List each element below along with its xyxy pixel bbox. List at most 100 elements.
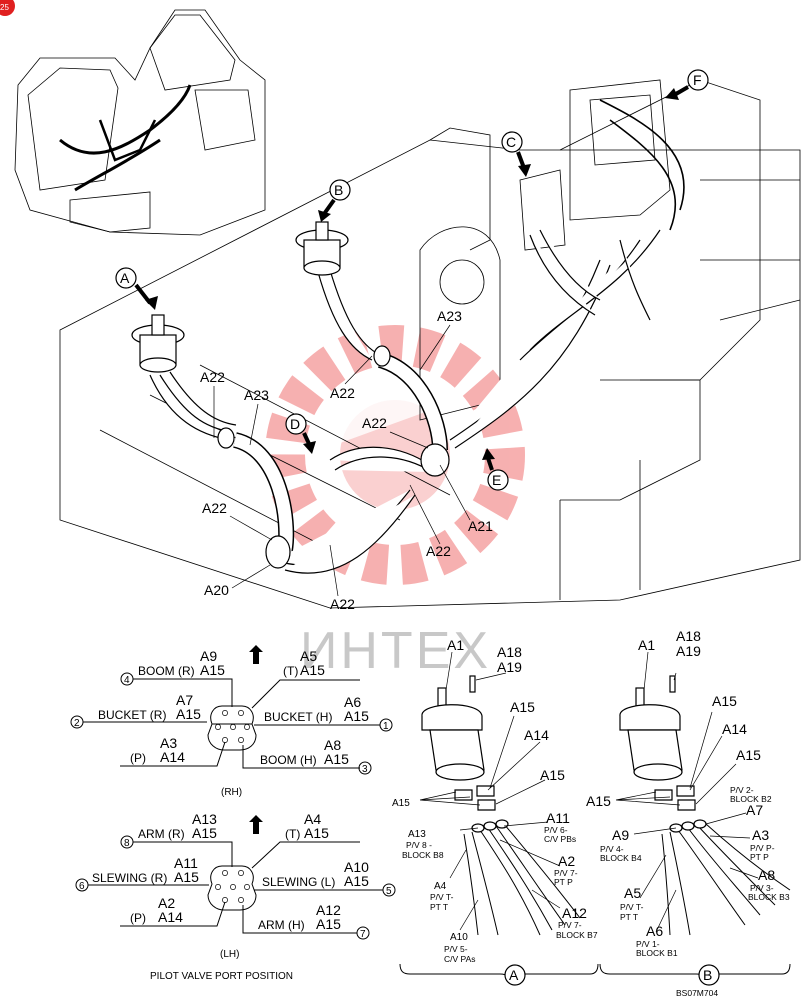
callout-d: D — [285, 413, 316, 454]
svg-text:A14: A14 — [722, 721, 747, 737]
svg-text:A9: A9 — [612, 827, 629, 843]
svg-text:A15: A15 — [712, 693, 737, 709]
svg-text:P/V 8 -: P/V 8 - — [406, 840, 432, 850]
label-bucket-r: BUCKET (R) — [98, 708, 166, 722]
corner-badge-text: 25 — [0, 3, 9, 12]
caption-lh: (LH) — [220, 949, 239, 960]
svg-text:A10: A10 — [344, 859, 369, 875]
svg-text:P/V 4-: P/V 4- — [600, 844, 624, 854]
svg-text:A15: A15 — [510, 699, 535, 715]
label-slewing-l: SLEWING (L) — [262, 875, 335, 889]
svg-text:A14: A14 — [158, 909, 183, 925]
svg-text:A3: A3 — [160, 735, 177, 751]
svg-text:A18: A18 — [497, 644, 522, 660]
svg-text:A15: A15 — [200, 662, 225, 678]
port-position-rh: 4 2 1 3 BOOM (R) A9 A15 BUCKET (R) A7 A1… — [70, 645, 393, 798]
watermark-text: ИНТЕХ — [300, 622, 491, 680]
svg-text:P/V 5-: P/V 5- — [444, 944, 468, 954]
svg-text:1: 1 — [383, 721, 389, 732]
svg-text:5: 5 — [386, 886, 392, 897]
svg-text:A15: A15 — [324, 751, 349, 767]
svg-text:A15: A15 — [586, 793, 611, 809]
watermark-logo — [265, 325, 525, 585]
port-marker — [382, 883, 396, 897]
svg-text:A7: A7 — [176, 692, 193, 708]
pilot-valve-rh-assembly — [295, 221, 349, 276]
label-a22: A22 — [330, 596, 355, 612]
svg-text:D: D — [290, 416, 300, 432]
svg-text:A8: A8 — [758, 867, 775, 883]
label-arm-h: ARM (H) — [258, 918, 305, 932]
svg-text:6: 6 — [79, 881, 85, 892]
svg-text:A1: A1 — [447, 637, 464, 653]
control-valve-block — [519, 79, 685, 251]
svg-text:C/V PBs: C/V PBs — [544, 834, 576, 844]
svg-text:A15: A15 — [176, 706, 201, 722]
svg-text:P/V 7-: P/V 7- — [558, 920, 582, 930]
svg-text:P/V P-: P/V P- — [750, 843, 775, 853]
svg-text:A5: A5 — [300, 648, 317, 664]
svg-text:P/V T-: P/V T- — [620, 902, 644, 912]
svg-text:A12: A12 — [316, 902, 341, 918]
port-marker — [75, 878, 89, 892]
svg-text:A8: A8 — [324, 737, 341, 753]
svg-text:4: 4 — [124, 675, 130, 686]
arrow-up-icon — [249, 645, 263, 664]
svg-text:7: 7 — [360, 929, 366, 940]
label-t: (T) — [285, 827, 300, 841]
svg-text:PT P: PT P — [554, 877, 573, 887]
svg-text:A12: A12 — [562, 905, 587, 921]
svg-text:A15: A15 — [736, 747, 761, 763]
svg-text:A5: A5 — [624, 885, 641, 901]
port-marker — [120, 835, 134, 849]
svg-text:BLOCK B8: BLOCK B8 — [402, 850, 444, 860]
svg-text:BLOCK B2: BLOCK B2 — [730, 794, 772, 804]
port-marker — [120, 672, 134, 686]
label-bucket-h: BUCKET (H) — [264, 710, 332, 724]
svg-text:A15: A15 — [316, 916, 341, 932]
svg-text:C: C — [506, 134, 516, 150]
svg-text:A13: A13 — [192, 811, 217, 827]
svg-text:PT P: PT P — [750, 852, 769, 862]
port-marker — [358, 761, 372, 775]
svg-text:P/V T-: P/V T- — [430, 892, 454, 902]
svg-text:P/V 3-: P/V 3- — [750, 883, 774, 893]
callout-c: C — [501, 131, 531, 177]
svg-text:A1: A1 — [638, 637, 655, 653]
svg-text:A15: A15 — [192, 825, 217, 841]
svg-text:A11: A11 — [174, 855, 198, 871]
svg-text:2: 2 — [74, 718, 80, 729]
svg-text:A19: A19 — [676, 643, 701, 659]
port-marker — [70, 715, 84, 729]
svg-text:A4: A4 — [304, 811, 321, 827]
svg-text:BLOCK B3: BLOCK B3 — [748, 892, 790, 902]
label-arm-r: ARM (R) — [138, 827, 185, 841]
svg-text:B: B — [334, 182, 343, 198]
svg-text:E: E — [492, 472, 501, 488]
callout-f: F — [665, 69, 709, 100]
svg-text:C/V PAs: C/V PAs — [444, 954, 476, 964]
svg-text:BLOCK B1: BLOCK B1 — [636, 948, 678, 958]
label-a22: A22 — [426, 543, 451, 559]
svg-text:A11: A11 — [546, 810, 570, 826]
svg-text:A15: A15 — [304, 825, 329, 841]
svg-text:A15: A15 — [344, 873, 369, 889]
svg-text:A14: A14 — [524, 727, 549, 743]
label-slewing-r: SLEWING (R) — [92, 871, 167, 885]
label-a23: A23 — [244, 387, 269, 403]
callout-a: A — [115, 267, 158, 310]
port-marker — [356, 926, 370, 940]
svg-text:8: 8 — [124, 838, 130, 849]
svg-text:A3: A3 — [752, 827, 769, 843]
svg-text:A6: A6 — [344, 694, 361, 710]
label-a21: A21 — [468, 518, 493, 534]
svg-text:A18: A18 — [676, 628, 701, 644]
svg-text:P/V 7-: P/V 7- — [554, 868, 578, 878]
svg-text:A15: A15 — [392, 798, 410, 809]
detail-view-a: A1 A18 A19 A15 A14 A15 A15 A11 P/V 6- C/… — [392, 637, 599, 986]
svg-text:A19: A19 — [497, 659, 522, 675]
hose-bundle — [149, 229, 661, 574]
label-a23: A23 — [437, 308, 462, 324]
drawing-code: BS07M704 — [676, 988, 718, 998]
